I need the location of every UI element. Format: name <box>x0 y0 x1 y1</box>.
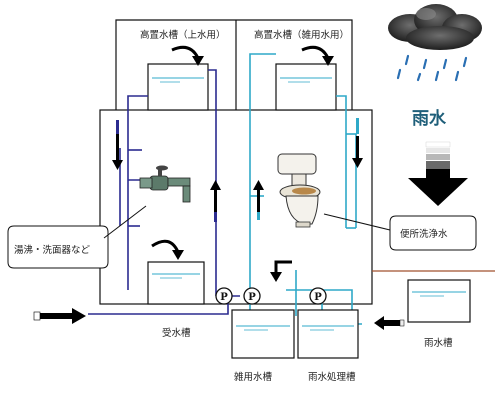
return-arrow <box>274 260 292 274</box>
flow-arrows <box>112 134 363 212</box>
misc-water-tank <box>231 309 295 359</box>
svg-text:湯沸・洗面器など: 湯沸・洗面器など <box>14 244 91 256</box>
faucet-icon <box>139 165 191 203</box>
rain-transfer-arrow <box>374 316 405 330</box>
building-outline <box>99 109 373 305</box>
fill-arrow-misc <box>301 45 330 59</box>
rain-treatment-tank <box>297 309 359 359</box>
receiving-tank <box>147 239 205 305</box>
toilet-icon <box>277 153 321 228</box>
svg-text:便所洗浄水: 便所洗浄水 <box>400 228 448 240</box>
pump-icon: P <box>215 287 233 305</box>
rain-down-arrow <box>408 141 468 206</box>
rain-treatment-tank-label: 雨水処理槽 <box>308 371 356 383</box>
svg-text:P: P <box>248 292 256 303</box>
toilet-callout: 便所洗浄水 <box>323 213 477 251</box>
return-arrow-head <box>270 272 282 282</box>
upper-tank-potable <box>147 63 209 111</box>
upper-tank-misc <box>275 63 337 111</box>
rain-cloud-icon <box>388 4 482 82</box>
fill-arrow-misc-head <box>322 56 334 66</box>
fill-arrow-potable <box>171 45 200 59</box>
rain-tank <box>407 279 471 323</box>
pump-icon: P <box>243 287 261 305</box>
upper-tank-misc-label: 高置水槽（雑用水用） <box>254 29 349 41</box>
rainwater-title: 雨水 <box>412 108 447 129</box>
fill-arrow-potable-head <box>192 56 204 66</box>
upper-tank-potable-label: 高置水槽（上水用） <box>140 29 226 41</box>
riser-dashes <box>116 118 359 222</box>
roof-frame <box>115 19 353 110</box>
rain-tank-label: 雨水槽 <box>424 337 453 349</box>
misc-tank-label: 雑用水槽 <box>234 371 273 383</box>
pump-icon: P <box>309 287 327 305</box>
hot-water-callout: 湯沸・洗面器など <box>7 205 147 269</box>
water-inlet-arrow <box>33 308 86 324</box>
svg-text:P: P <box>314 292 322 303</box>
svg-text:P: P <box>220 292 228 303</box>
receiving-tank-label: 受水槽 <box>162 327 191 339</box>
